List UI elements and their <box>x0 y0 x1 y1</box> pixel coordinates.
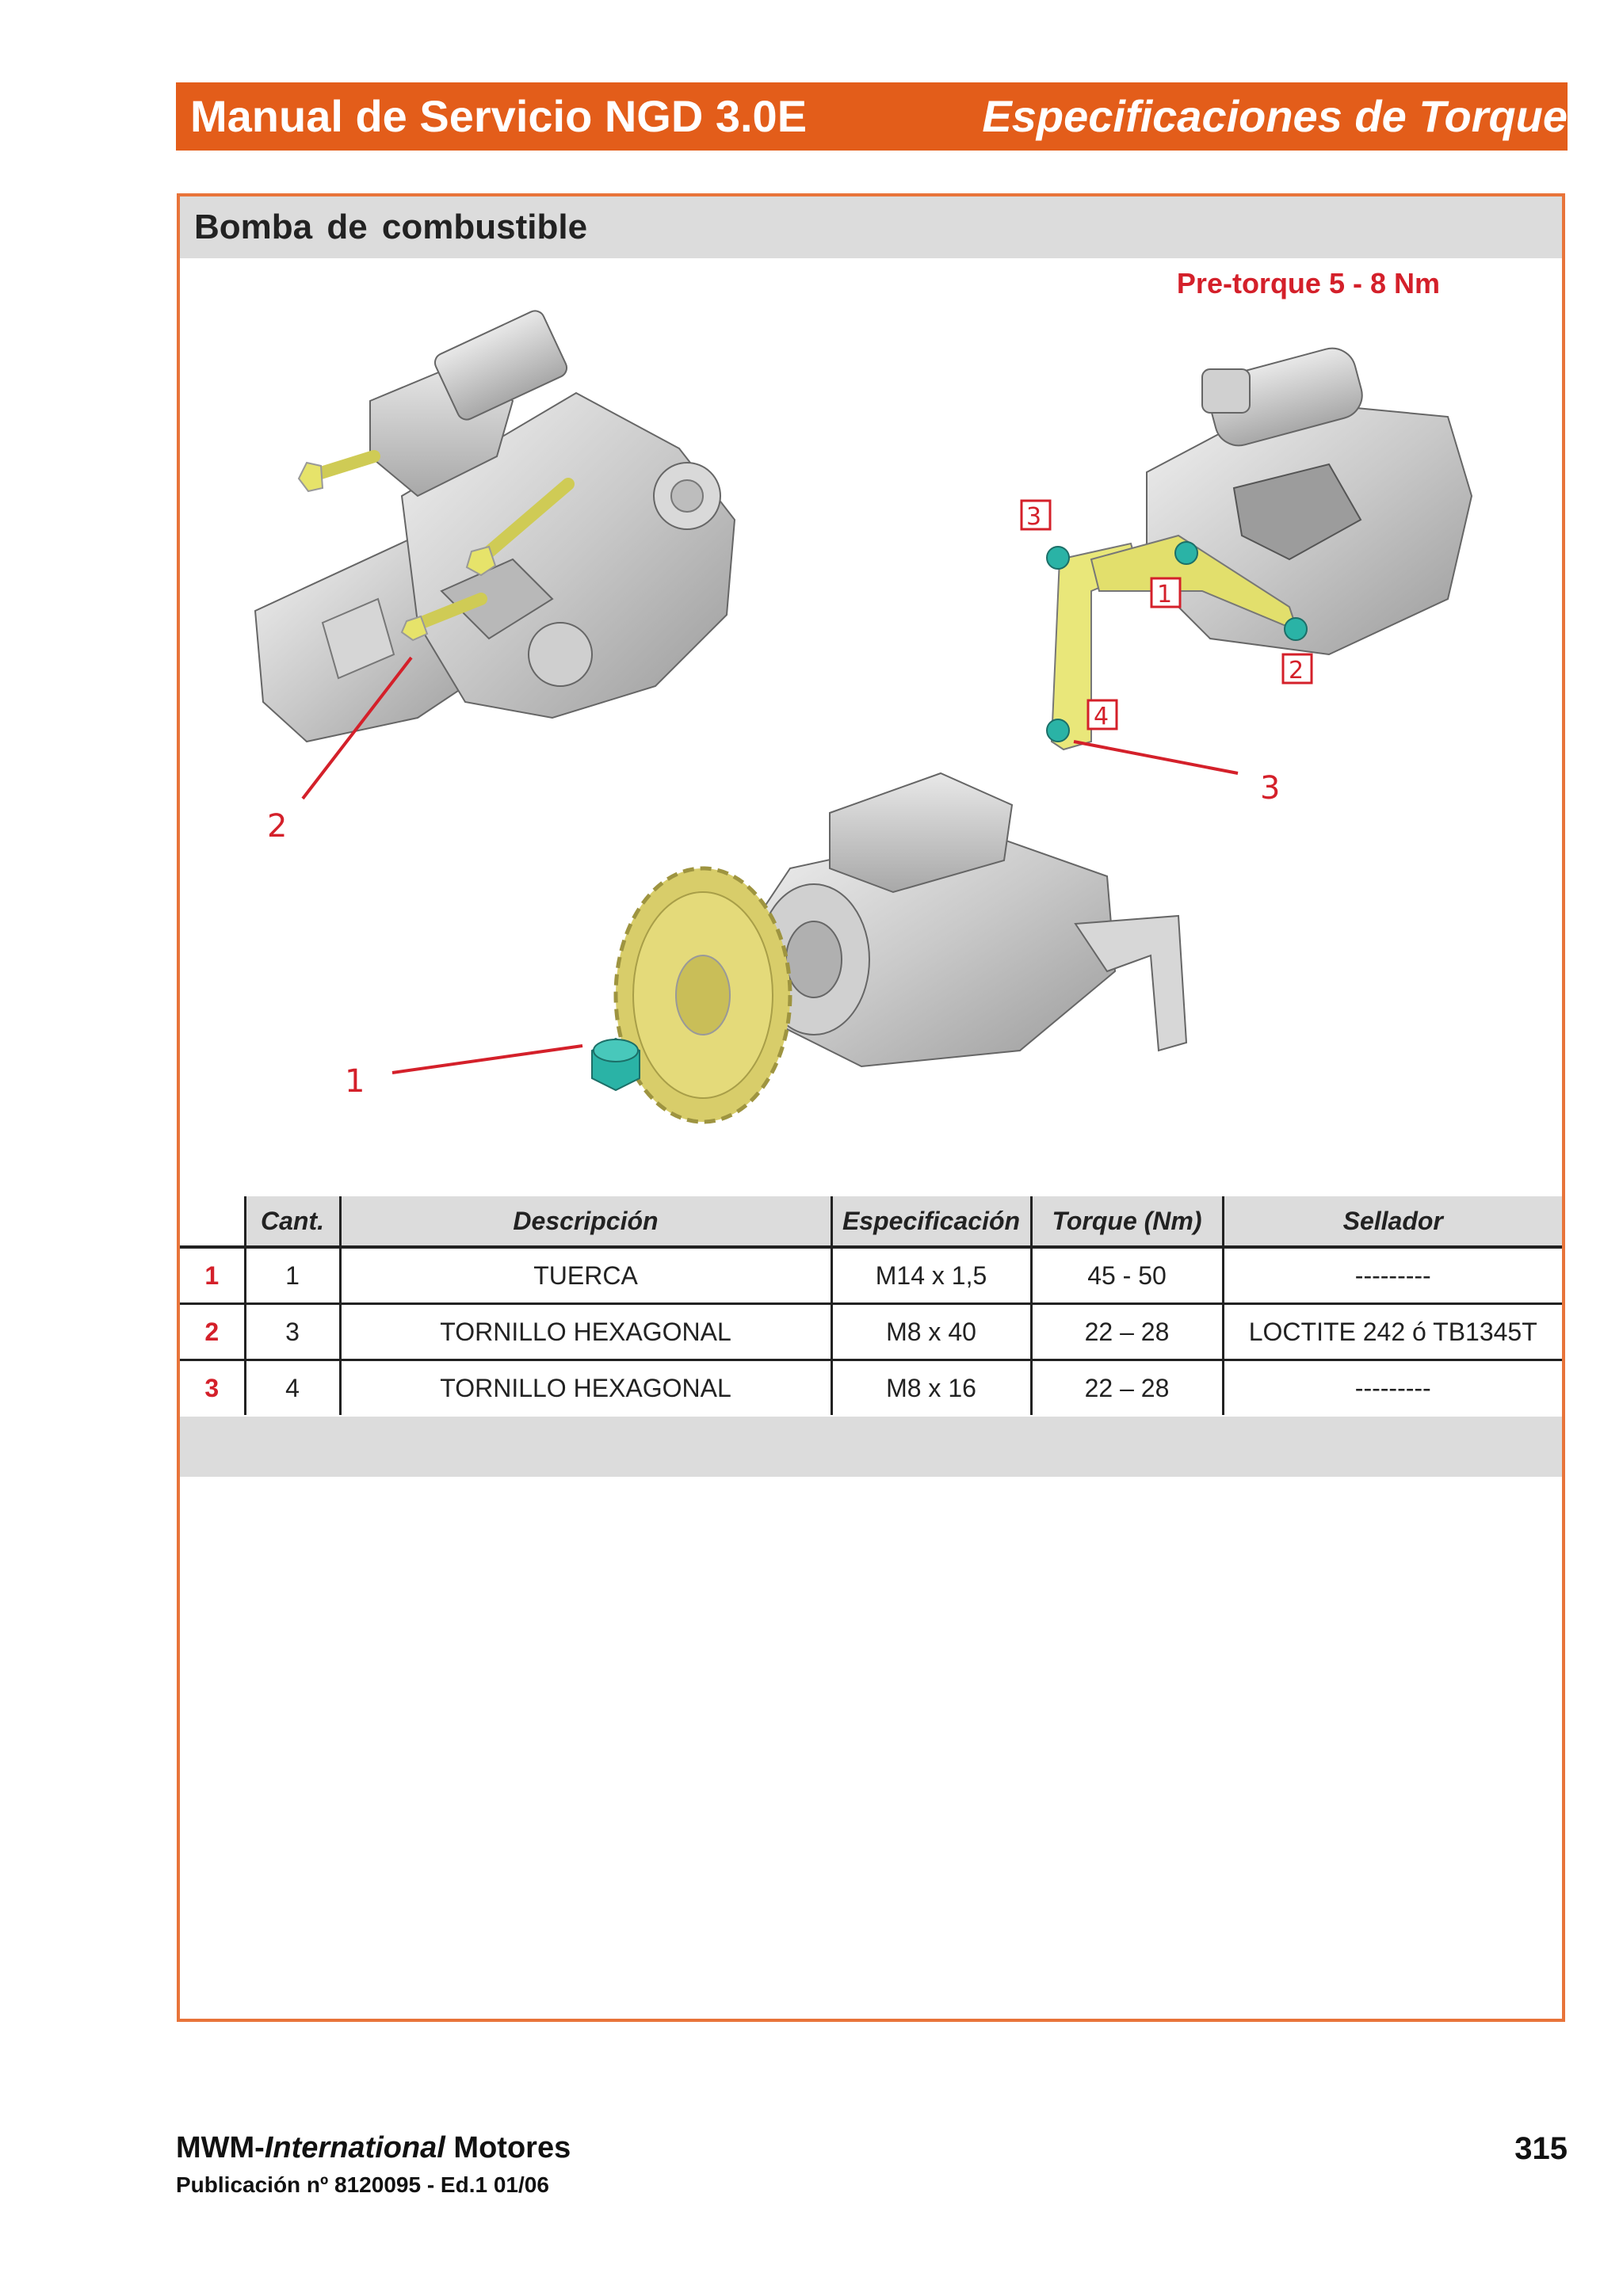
pretorque-label: Pre-torque 5 - 8 Nm <box>1177 267 1440 299</box>
col-header-qty: Cant. <box>243 1196 340 1249</box>
nut-4 <box>1046 719 1070 742</box>
cell-qty: 1 <box>243 1247 340 1305</box>
callout-box-1: 1 <box>1157 581 1172 608</box>
row-index: 2 <box>180 1303 245 1361</box>
bolt-middle <box>465 478 575 577</box>
footer-publication: Publicación nº 8120095 - Ed.1 01/06 <box>176 2172 549 2197</box>
cell-spec: M14 x 1,5 <box>830 1247 1031 1305</box>
nut-1 <box>1174 541 1198 565</box>
pump-drawing-bottom: 1 <box>345 772 1188 1124</box>
pump-drawing-right: 3 1 2 4 3 <box>1020 347 1473 807</box>
section-title-header: Especificaciones de Torque <box>982 91 1568 141</box>
callout-1-bottom: 1 <box>345 1063 365 1100</box>
row-index: 3 <box>204 1373 220 1402</box>
cell-sealant: --------- <box>1221 1360 1562 1415</box>
cell-spec: M8 x 40 <box>830 1303 1031 1361</box>
col-header-torque: Torque (Nm) <box>1029 1196 1223 1249</box>
page-number: 315 <box>1514 2131 1568 2166</box>
callout-3-right: 3 <box>1260 770 1280 807</box>
cell-sealant: --------- <box>1221 1247 1562 1305</box>
callout-2-left: 2 <box>267 808 287 845</box>
manual-title: Manual de Servicio NGD 3.0E <box>190 91 808 141</box>
table-footer-band <box>180 1417 1562 1477</box>
table-row: 1 1 TUERCA M14 x 1,5 45 - 50 --------- <box>180 1247 1562 1305</box>
footer-brand: MWM-International Motores <box>176 2131 571 2164</box>
cell-qty: 3 <box>243 1303 340 1361</box>
cell-torque: 45 - 50 <box>1029 1247 1223 1305</box>
cell-torque: 22 – 28 <box>1029 1360 1223 1415</box>
bolt-top <box>297 450 380 493</box>
nut-3 <box>1046 546 1070 570</box>
col-header-spec: Especificación <box>830 1196 1031 1249</box>
table-header-row: Cant. Descripción Especificación Torque … <box>180 1196 1562 1249</box>
bolt-bottom <box>400 593 487 642</box>
content-frame: Bomba de combustible <box>177 193 1565 2022</box>
fuel-pump-figure: 2 3 1 2 4 3 Pre-torque 5 - 8 Nm <box>254 267 1473 1124</box>
table-row: 3 4 TORNILLO HEXAGONAL M8 x 16 22 – 28 -… <box>180 1360 1562 1415</box>
section-title: Bomba de combustible <box>194 208 588 246</box>
cell-description: TUERCA <box>338 1247 831 1305</box>
callout-box-2: 2 <box>1289 657 1304 685</box>
gear <box>613 866 792 1124</box>
col-header-description: Descripción <box>338 1196 831 1249</box>
cell-description: TORNILLO HEXAGONAL <box>338 1360 831 1415</box>
section-bar: Bomba de combustible <box>180 196 1562 258</box>
row-index: 1 <box>180 1247 245 1305</box>
nut-gear <box>591 1037 640 1092</box>
cell-spec: M8 x 16 <box>830 1360 1031 1415</box>
cell-torque: 22 – 28 <box>1029 1303 1223 1361</box>
nut-2 <box>1284 617 1308 641</box>
table-row: 2 3 TORNILLO HEXAGONAL M8 x 40 22 – 28 L… <box>180 1303 1562 1361</box>
callout-box-3: 3 <box>1026 503 1041 531</box>
cell-qty: 4 <box>243 1360 340 1415</box>
torque-spec-table: Cant. Descripción Especificación Torque … <box>180 1196 1562 1415</box>
page-header: Manual de Servicio NGD 3.0E Especificaci… <box>176 82 1568 151</box>
cell-sealant: LOCTITE 242 ó TB1345T <box>1221 1303 1562 1361</box>
callout-box-4: 4 <box>1094 703 1109 730</box>
pump-drawing-left: 2 <box>254 310 736 845</box>
cell-description: TORNILLO HEXAGONAL <box>338 1303 831 1361</box>
col-header-sealant: Sellador <box>1221 1196 1562 1249</box>
